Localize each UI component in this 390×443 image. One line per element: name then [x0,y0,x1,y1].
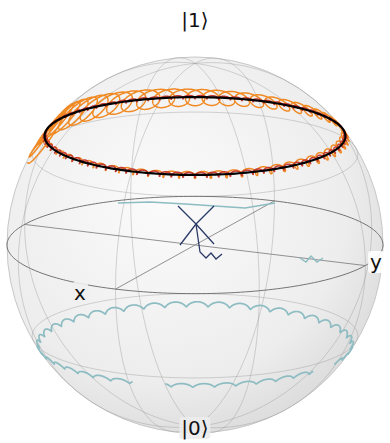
axis-label: x [72,282,88,304]
cyan-strand [300,256,323,262]
orange-trajectory [28,89,349,178]
sphere-grid [18,58,371,433]
cyan-strand [118,202,275,208]
navy-strand [180,206,214,245]
meridian-line [25,62,366,427]
state-label: |1⟩ [179,9,210,31]
sphere-surface [7,57,383,433]
red-trajectory [43,96,347,178]
equator-line [7,196,383,293]
meridian-line [18,63,371,428]
black-trajectory [45,97,346,175]
latitude-line [32,294,358,378]
cyan-trajectory [37,302,354,388]
navy-trajectory [178,206,222,259]
state-label: |0⟩ [179,417,210,439]
axis-line [25,224,366,265]
navy-strand [196,224,222,259]
axis-label: y [368,251,384,273]
latitude-line [32,112,358,196]
